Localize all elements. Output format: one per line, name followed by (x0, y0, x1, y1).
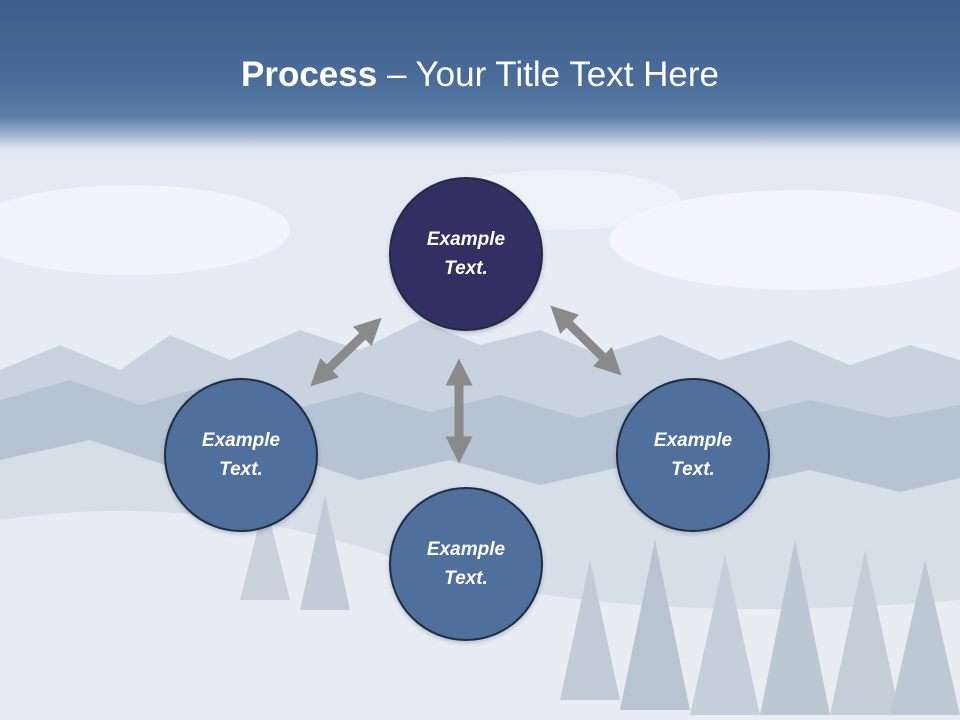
process-node-bottom: Example Text. (389, 487, 543, 641)
title-banner: Process – Your Title Text Here (0, 0, 960, 150)
process-node-right: Example Text. (616, 378, 770, 532)
node-label: Example Text. (201, 430, 281, 480)
process-node-left: Example Text. (164, 378, 318, 532)
arrow-top-right (550, 305, 622, 376)
title-bold: Process (240, 55, 378, 94)
slide-title: Process – Your Title Text Here (0, 52, 960, 98)
process-node-top: Example Text. (389, 177, 543, 331)
title-dash: – (386, 55, 407, 94)
node-label: Example Text. (426, 229, 506, 279)
title-rest: Your Title Text Here (415, 55, 720, 94)
node-label: Example Text. (653, 430, 733, 480)
arrow-top-left (310, 317, 382, 387)
node-label: Example Text. (426, 539, 506, 589)
